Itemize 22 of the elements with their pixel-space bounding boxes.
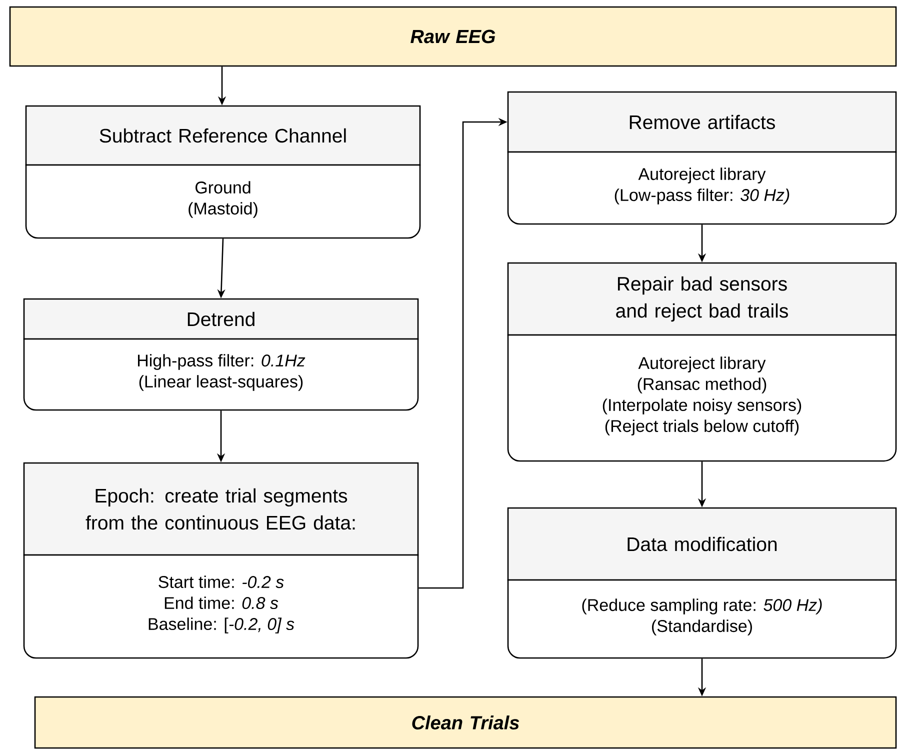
node-label: Detrend: [188, 312, 254, 326]
node-label: Data modification: [628, 536, 777, 552]
node-label: (Reduce sampling rate: 500 Hz): [582, 598, 822, 614]
node-label: (Reject trials below cutoff): [605, 420, 799, 436]
node-label: (Standardise): [652, 620, 752, 636]
node-label: Autoreject library: [638, 168, 766, 184]
process-box: Repair bad sensors and reject bad trails Autoreject library (Ransac method) (Interpolate noisy sensors) (Reject trials below cutoff): [507, 262, 897, 462]
node-label: (Low-pass filter: 30 Hz): [614, 188, 790, 204]
node-label: Remove artifacts: [630, 114, 775, 130]
process-box: Remove artifacts Autoreject library (Low-pass filter: 30 Hz): [507, 91, 897, 225]
process-box: Subtract Reference Channel Ground (Mastoid): [25, 105, 421, 239]
process-box: Epoch: create trial segments from the continuous EEG data: Start time: -0.2 s End time: 0.8 s Baseline: [-0.2, 0] s: [23, 462, 419, 659]
process-box: Clean Trials: [34, 696, 897, 749]
process-box: Detrend High-pass filter: 0.1Hz (Linear least-squares): [23, 298, 419, 411]
node-label: Repair bad sensors and reject bad trails: [616, 276, 788, 322]
node-label: (Ransac method): [638, 378, 766, 394]
node-label: (Interpolate noisy sensors): [602, 398, 802, 414]
node-label: Epoch: create trial segments from the continuous EEG data:: [86, 488, 355, 530]
node-label: Subtract Reference Channel: [100, 128, 346, 143]
node-label: Autoreject library: [638, 356, 766, 372]
process-box: Raw EEG: [9, 6, 897, 67]
process-box: Data modification (Reduce sampling rate: 500 Hz) (Standardise): [507, 507, 897, 659]
